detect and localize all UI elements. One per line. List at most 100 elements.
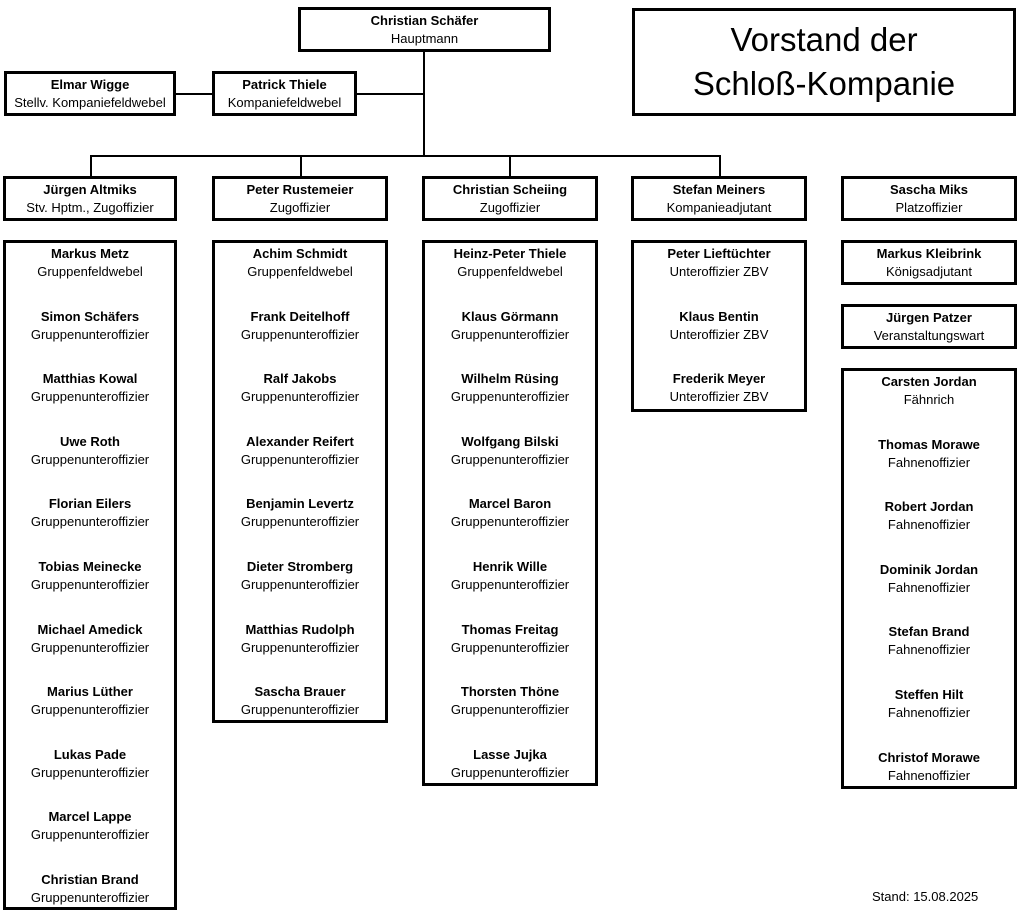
person-role: Gruppenunteroffizier — [450, 326, 570, 342]
person-name: Christian Schäfer — [370, 12, 479, 28]
person-role: Gruppenunteroffizier — [450, 764, 570, 780]
person-role: Gruppenunteroffizier — [240, 451, 360, 467]
person-name: Lasse Jujka — [473, 746, 547, 762]
chart-title-line-2: Schloß-Kompanie — [692, 65, 956, 102]
person-name: Christof Morawe — [878, 749, 980, 765]
person-name: Alexander Reifert — [246, 433, 354, 449]
person-role: Gruppenunteroffizier — [450, 514, 570, 530]
person-name: Sascha Brauer — [254, 684, 346, 700]
connector-line — [300, 155, 302, 178]
person-name: Marcel Lappe — [48, 809, 132, 825]
person-role: Gruppenunteroffizier — [30, 326, 150, 342]
person-role: Fähnrich — [903, 392, 955, 407]
person-name: Peter Lieftüchter — [667, 246, 771, 261]
person-name: Steffen Hilt — [894, 687, 964, 702]
person-name: Jürgen Patzer — [886, 309, 972, 325]
person-role: Gruppenunteroffizier — [240, 389, 360, 405]
person-name: Marius Lüther — [47, 684, 133, 700]
person-name: Florian Eilers — [48, 496, 132, 512]
org-node-column-head: Christian Scheiing Zugoffizier — [422, 176, 598, 221]
person-name: Thorsten Thöne — [460, 684, 560, 700]
person-role: Gruppenunteroffizier — [30, 764, 150, 780]
person-name: Jürgen Altmiks — [43, 181, 137, 197]
person-role: Unteroffizier ZBV — [669, 326, 769, 342]
person-role: Fahnenoffizier — [887, 705, 971, 720]
person-name: Thomas Freitag — [461, 621, 559, 637]
person-name: Ralf Jakobs — [263, 371, 337, 387]
person-name: Peter Rustemeier — [246, 181, 354, 197]
person-name: Carsten Jordan — [881, 374, 977, 389]
person-name: Christian Scheiing — [452, 181, 568, 197]
org-node-column-head: Stefan Meiners Kompanieadjutant — [631, 176, 807, 221]
person-role: Gruppenfeldwebel — [37, 264, 143, 279]
person-name: Heinz-Peter Thiele — [453, 246, 567, 261]
person-role: Gruppenunteroffizier — [450, 702, 570, 718]
person-role: Platzoffizier — [895, 199, 963, 215]
person-role: Gruppenunteroffizier — [240, 326, 360, 342]
person-name: Henrik Wille — [472, 559, 548, 574]
person-role: Gruppenunteroffizier — [30, 577, 150, 592]
person-role: Fahnenoffizier — [887, 767, 971, 783]
connector-line — [423, 50, 425, 156]
person-name: Klaus Bentin — [679, 308, 759, 324]
person-role: Fahnenoffizier — [887, 517, 971, 533]
person-role: Veranstaltungswart — [873, 327, 985, 343]
person-name: Thomas Morawe — [878, 436, 980, 452]
person-name: Patrick Thiele — [242, 76, 327, 92]
connector-line — [90, 155, 720, 157]
org-node-stellv-kompaniefeldwebel: Elmar Wigge Stellv. Kompaniefeldwebel — [4, 71, 176, 116]
person-name: Achim Schmidt — [252, 246, 348, 261]
date-stamp: Stand: 15.08.2025 — [872, 889, 979, 904]
person-name: Elmar Wigge — [50, 76, 130, 92]
person-name: Tobias Meinecke — [38, 559, 142, 574]
person-role: Gruppenfeldwebel — [247, 264, 353, 279]
chart-title-line-1: Vorstand der — [730, 21, 918, 58]
person-role: Gruppenfeldwebel — [457, 264, 563, 279]
person-name: Dieter Stromberg — [246, 559, 354, 574]
person-name: Simon Schäfers — [40, 308, 140, 324]
person-name: Robert Jordan — [884, 499, 974, 515]
person-role: Stv. Hptm., Zugoffizier — [26, 199, 154, 215]
person-role: Königsadjutant — [885, 263, 972, 279]
person-name: Wilhelm Rüsing — [461, 371, 559, 387]
person-name: Markus Metz — [50, 246, 130, 261]
person-role: Gruppenunteroffizier — [30, 827, 150, 843]
person-role: Unteroffizier ZBV — [669, 389, 769, 405]
person-name: Matthias Kowal — [42, 371, 138, 387]
org-node-column-head: Sascha Miks Platzoffizier — [841, 176, 1017, 221]
person-role: Gruppenunteroffizier — [450, 577, 570, 592]
person-name: Benjamin Levertz — [246, 496, 354, 512]
person-name: Frederik Meyer — [672, 371, 766, 387]
person-role: Gruppenunteroffizier — [240, 577, 360, 592]
org-node-koenigsadjutant: Markus Kleibrink Königsadjutant — [841, 240, 1017, 285]
person-role: Gruppenunteroffizier — [240, 702, 360, 718]
org-node-veranstaltungswart: Jürgen Patzer Veranstaltungswart — [841, 304, 1017, 349]
